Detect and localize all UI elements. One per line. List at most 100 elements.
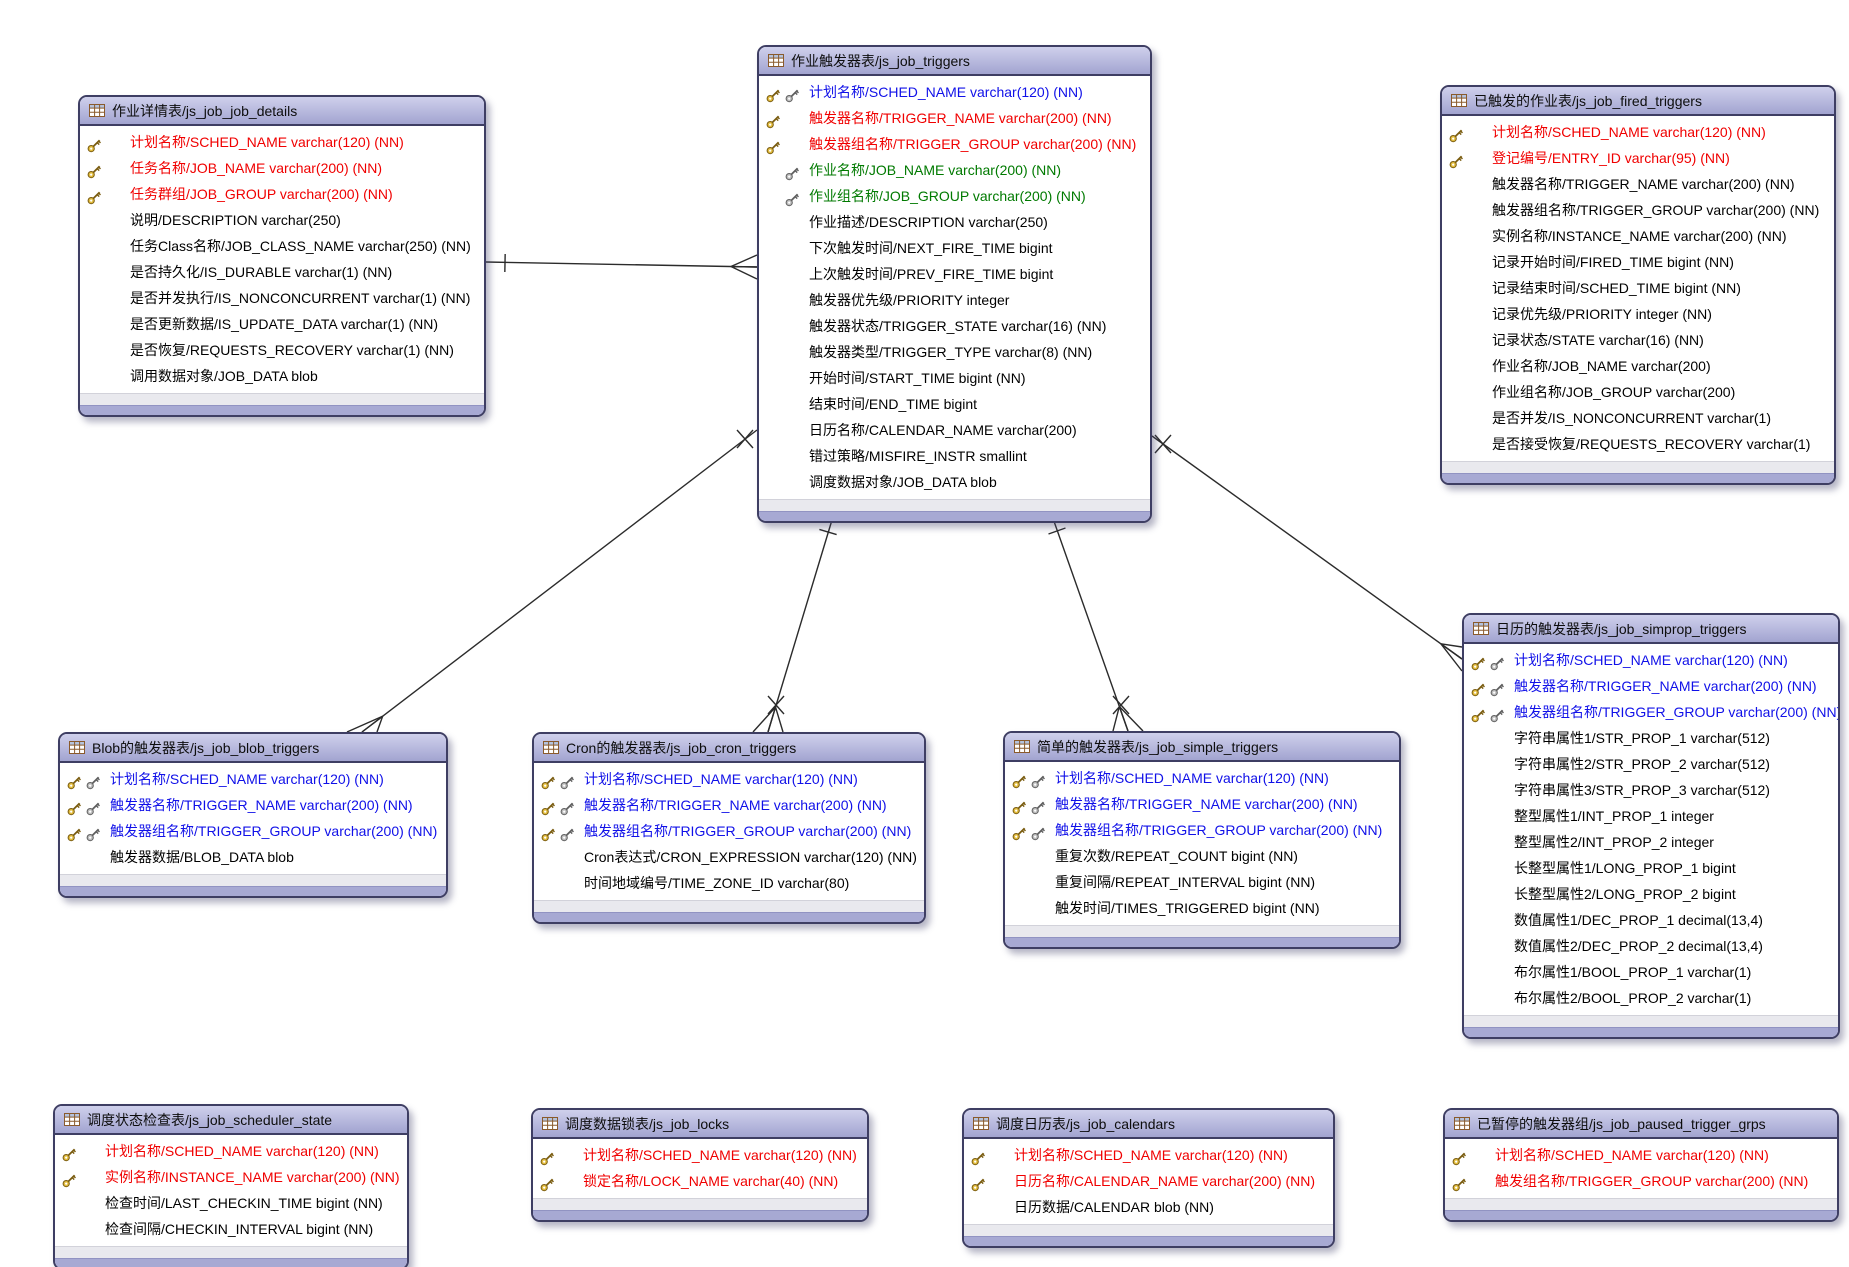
column-row[interactable]: 作业组名称/JOB_GROUP varchar(200) (NN) (759, 183, 1150, 209)
column-row[interactable]: 调用数据对象/JOB_DATA blob (80, 363, 484, 389)
column-row[interactable]: 调度数据对象/JOB_DATA blob (759, 469, 1150, 495)
column-row[interactable]: 错过策略/MISFIRE_INSTR smallint (759, 443, 1150, 469)
column-row[interactable]: 计划名称/SCHED_NAME varchar(120) (NN) (55, 1138, 407, 1164)
column-row[interactable]: 整型属性2/INT_PROP_2 integer (1464, 829, 1838, 855)
table-js_job_scheduler_state[interactable]: 调度状态检查表/js_job_scheduler_state 计划名称/SCHED… (53, 1104, 409, 1267)
column-row[interactable]: 触发器优先级/PRIORITY integer (759, 287, 1150, 313)
column-row[interactable]: 日历名称/CALENDAR_NAME varchar(200) (759, 417, 1150, 443)
column-row[interactable]: 数值属性1/DEC_PROP_1 decimal(13,4) (1464, 907, 1838, 933)
column-row[interactable]: 作业名称/JOB_NAME varchar(200) (NN) (759, 157, 1150, 183)
column-row[interactable]: 触发器组名称/TRIGGER_GROUP varchar(200) (NN) (1442, 197, 1834, 223)
column-row[interactable]: 触发器类型/TRIGGER_TYPE varchar(8) (NN) (759, 339, 1150, 365)
column-row[interactable]: 是否更新数据/IS_UPDATE_DATA varchar(1) (NN) (80, 311, 484, 337)
column-row[interactable]: 计划名称/SCHED_NAME varchar(120) (NN) (80, 129, 484, 155)
column-row[interactable]: 触发器状态/TRIGGER_STATE varchar(16) (NN) (759, 313, 1150, 339)
column-row[interactable]: 计划名称/SCHED_NAME varchar(120) (NN) (60, 766, 446, 792)
column-row[interactable]: 日历名称/CALENDAR_NAME varchar(200) (NN) (964, 1168, 1333, 1194)
column-row[interactable]: 触发时间/TIMES_TRIGGERED bigint (NN) (1005, 895, 1399, 921)
column-row[interactable]: 计划名称/SCHED_NAME varchar(120) (NN) (533, 1142, 867, 1168)
column-row[interactable]: 布尔属性1/BOOL_PROP_1 varchar(1) (1464, 959, 1838, 985)
column-row[interactable]: 记录结束时间/SCHED_TIME bigint (NN) (1442, 275, 1834, 301)
column-row[interactable]: 是否持久化/IS_DURABLE varchar(1) (NN) (80, 259, 484, 285)
table-js_job_simple_triggers[interactable]: 简单的触发器表/js_job_simple_triggers 计划名称/SCHED… (1003, 731, 1401, 949)
column-row[interactable]: 触发器组名称/TRIGGER_GROUP varchar(200) (NN) (1005, 817, 1399, 843)
column-row[interactable]: 触发器名称/TRIGGER_NAME varchar(200) (NN) (1005, 791, 1399, 817)
column-row[interactable]: 作业描述/DESCRIPTION varchar(250) (759, 209, 1150, 235)
column-row[interactable]: 长整型属性1/LONG_PROP_1 bigint (1464, 855, 1838, 881)
column-row[interactable]: 触发器组名称/TRIGGER_GROUP varchar(200) (NN) (60, 818, 446, 844)
column-row[interactable]: 重复间隔/REPEAT_INTERVAL bigint (NN) (1005, 869, 1399, 895)
table-js_job_blob_triggers[interactable]: Blob的触发器表/js_job_blob_triggers 计划名称/SCHED… (58, 732, 448, 898)
column-row[interactable]: 实例名称/INSTANCE_NAME varchar(200) (NN) (55, 1164, 407, 1190)
column-row[interactable]: 计划名称/SCHED_NAME varchar(120) (NN) (534, 766, 924, 792)
table-js_job_job_details[interactable]: 作业详情表/js_job_job_details 计划名称/SCHED_NAME … (78, 95, 486, 417)
table-header[interactable]: Cron的触发器表/js_job_cron_triggers (534, 734, 924, 763)
column-row[interactable]: 记录优先级/PRIORITY integer (NN) (1442, 301, 1834, 327)
table-js_job_locks[interactable]: 调度数据锁表/js_job_locks 计划名称/SCHED_NAME varch… (531, 1108, 869, 1222)
table-header[interactable]: 已触发的作业表/js_job_fired_triggers (1442, 87, 1834, 116)
relationship-js_job_triggers-js_job_simprop_triggers[interactable] (1151, 434, 1463, 672)
column-row[interactable]: 是否接受恢复/REQUESTS_RECOVERY varchar(1) (1442, 431, 1834, 457)
table-header[interactable]: 作业触发器表/js_job_triggers (759, 47, 1150, 76)
table-header[interactable]: 调度状态检查表/js_job_scheduler_state (55, 1106, 407, 1135)
column-row[interactable]: 时间地域编号/TIME_ZONE_ID varchar(80) (534, 870, 924, 896)
column-row[interactable]: 任务群组/JOB_GROUP varchar(200) (NN) (80, 181, 484, 207)
column-row[interactable]: 触发器名称/TRIGGER_NAME varchar(200) (NN) (1442, 171, 1834, 197)
table-header[interactable]: 调度日历表/js_job_calendars (964, 1110, 1333, 1139)
column-row[interactable]: 计划名称/SCHED_NAME varchar(120) (NN) (1464, 647, 1838, 673)
column-row[interactable]: 作业组名称/JOB_GROUP varchar(200) (1442, 379, 1834, 405)
column-row[interactable]: 数值属性2/DEC_PROP_2 decimal(13,4) (1464, 933, 1838, 959)
column-row[interactable]: 触发器组名称/TRIGGER_GROUP varchar(200) (NN) (759, 131, 1150, 157)
column-row[interactable]: 字符串属性1/STR_PROP_1 varchar(512) (1464, 725, 1838, 751)
column-row[interactable]: 触发器名称/TRIGGER_NAME varchar(200) (NN) (534, 792, 924, 818)
table-js_job_simprop_triggers[interactable]: 日历的触发器表/js_job_simprop_triggers 计划名称/SCHE… (1462, 613, 1840, 1039)
relationship-js_job_triggers-js_job_cron_triggers[interactable] (752, 509, 837, 733)
table-js_job_cron_triggers[interactable]: Cron的触发器表/js_job_cron_triggers 计划名称/SCHED… (532, 732, 926, 924)
column-row[interactable]: 上次触发时间/PREV_FIRE_TIME bigint (759, 261, 1150, 287)
column-row[interactable]: 长整型属性2/LONG_PROP_2 bigint (1464, 881, 1838, 907)
table-header[interactable]: 日历的触发器表/js_job_simprop_triggers (1464, 615, 1838, 644)
column-row[interactable]: 实例名称/INSTANCE_NAME varchar(200) (NN) (1442, 223, 1834, 249)
column-row[interactable]: 触发器名称/TRIGGER_NAME varchar(200) (NN) (60, 792, 446, 818)
column-row[interactable]: 触发器名称/TRIGGER_NAME varchar(200) (NN) (759, 105, 1150, 131)
column-row[interactable]: 开始时间/START_TIME bigint (NN) (759, 365, 1150, 391)
column-row[interactable]: 重复次数/REPEAT_COUNT bigint (NN) (1005, 843, 1399, 869)
column-row[interactable]: 整型属性1/INT_PROP_1 integer (1464, 803, 1838, 829)
column-row[interactable]: 触发器数据/BLOB_DATA blob (60, 844, 446, 870)
relationship-js_job_triggers-js_job_blob_triggers[interactable] (346, 429, 758, 733)
column-row[interactable]: 记录状态/STATE varchar(16) (NN) (1442, 327, 1834, 353)
column-row[interactable]: 计划名称/SCHED_NAME varchar(120) (NN) (1442, 119, 1834, 145)
column-row[interactable]: 触发器名称/TRIGGER_NAME varchar(200) (NN) (1464, 673, 1838, 699)
column-row[interactable]: 作业名称/JOB_NAME varchar(200) (1442, 353, 1834, 379)
column-row[interactable]: 计划名称/SCHED_NAME varchar(120) (NN) (1005, 765, 1399, 791)
table-header[interactable]: 作业详情表/js_job_job_details (80, 97, 484, 126)
table-js_job_triggers[interactable]: 作业触发器表/js_job_triggers 计划名称/SCHED_NAME va… (757, 45, 1152, 523)
table-js_job_fired_triggers[interactable]: 已触发的作业表/js_job_fired_triggers 计划名称/SCHED_… (1440, 85, 1836, 485)
column-row[interactable]: Cron表达式/CRON_EXPRESSION varchar(120) (NN… (534, 844, 924, 870)
column-row[interactable]: 计划名称/SCHED_NAME varchar(120) (NN) (1445, 1142, 1837, 1168)
table-js_job_paused_trigger_grps[interactable]: 已暂停的触发器组/js_job_paused_trigger_grps 计划名称/… (1443, 1108, 1839, 1222)
column-row[interactable]: 是否并发/IS_NONCONCURRENT varchar(1) (1442, 405, 1834, 431)
column-row[interactable]: 检查间隔/CHECKIN_INTERVAL bigint (NN) (55, 1216, 407, 1242)
relationship-js_job_triggers-js_job_simple_triggers[interactable] (1048, 509, 1144, 732)
column-row[interactable]: 记录开始时间/FIRED_TIME bigint (NN) (1442, 249, 1834, 275)
column-row[interactable]: 下次触发时间/NEXT_FIRE_TIME bigint (759, 235, 1150, 261)
table-header[interactable]: Blob的触发器表/js_job_blob_triggers (60, 734, 446, 763)
column-row[interactable]: 是否恢复/REQUESTS_RECOVERY varchar(1) (NN) (80, 337, 484, 363)
column-row[interactable]: 触发器组名称/TRIGGER_GROUP varchar(200) (NN) (1464, 699, 1838, 725)
relationship-js_job_job_details-js_job_triggers[interactable] (485, 253, 758, 280)
column-row[interactable]: 触发组名称/TRIGGER_GROUP varchar(200) (NN) (1445, 1168, 1837, 1194)
column-row[interactable]: 登记编号/ENTRY_ID varchar(95) (NN) (1442, 145, 1834, 171)
table-header[interactable]: 已暂停的触发器组/js_job_paused_trigger_grps (1445, 1110, 1837, 1139)
column-row[interactable]: 计划名称/SCHED_NAME varchar(120) (NN) (759, 79, 1150, 105)
column-row[interactable]: 任务Class名称/JOB_CLASS_NAME varchar(250) (N… (80, 233, 484, 259)
column-row[interactable]: 任务名称/JOB_NAME varchar(200) (NN) (80, 155, 484, 181)
table-header[interactable]: 简单的触发器表/js_job_simple_triggers (1005, 733, 1399, 762)
column-row[interactable]: 是否并发执行/IS_NONCONCURRENT varchar(1) (NN) (80, 285, 484, 311)
column-row[interactable]: 锁定名称/LOCK_NAME varchar(40) (NN) (533, 1168, 867, 1194)
column-row[interactable]: 触发器组名称/TRIGGER_GROUP varchar(200) (NN) (534, 818, 924, 844)
column-row[interactable]: 字符串属性3/STR_PROP_3 varchar(512) (1464, 777, 1838, 803)
column-row[interactable]: 布尔属性2/BOOL_PROP_2 varchar(1) (1464, 985, 1838, 1011)
table-header[interactable]: 调度数据锁表/js_job_locks (533, 1110, 867, 1139)
column-row[interactable]: 日历数据/CALENDAR blob (NN) (964, 1194, 1333, 1220)
